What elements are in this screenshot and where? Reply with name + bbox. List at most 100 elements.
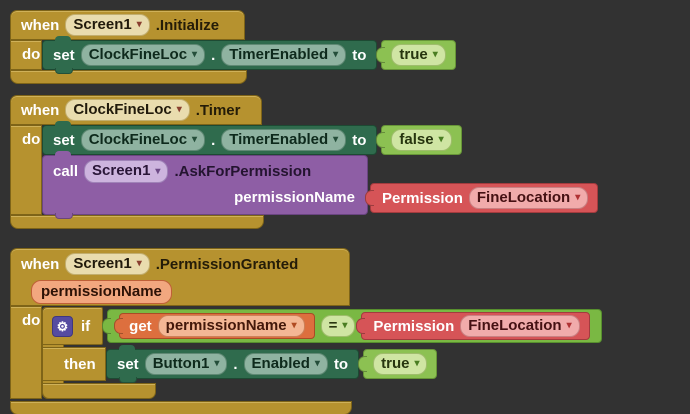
set-property-block[interactable]: set ClockFineLoc ▾ . TimerEnabled ▾ to <box>42 121 378 155</box>
chevron-down-icon: ▾ <box>314 358 320 369</box>
set-property-block[interactable]: set Button1 ▾ . Enabled ▾ to <box>106 345 360 383</box>
chevron-down-icon: ▾ <box>438 134 444 145</box>
component-dropdown[interactable]: Screen1 ▾ <box>84 160 169 183</box>
do-label: do <box>22 46 41 63</box>
property-dropdown[interactable]: Enabled ▾ <box>243 352 328 376</box>
property-name: TimerEnabled <box>229 130 329 148</box>
logic-false-block[interactable]: false ▾ <box>381 125 462 155</box>
boolean-dropdown[interactable]: false ▾ <box>391 128 452 152</box>
when-label: when <box>21 16 60 34</box>
component-name: Screen1 <box>73 15 132 33</box>
boolean-value: true <box>399 45 428 63</box>
chevron-down-icon: ▾ <box>414 358 420 369</box>
set-label: set <box>53 46 75 64</box>
get-label: get <box>129 317 152 335</box>
chevron-down-icon: ▾ <box>136 258 142 269</box>
event-name: .Timer <box>195 101 241 119</box>
method-name: .AskForPermission <box>174 163 312 180</box>
event-footer <box>10 215 264 229</box>
when-label: when <box>21 101 60 119</box>
property-dropdown[interactable]: TimerEnabled ▾ <box>221 128 347 152</box>
chevron-down-icon: ▾ <box>342 320 348 331</box>
property-dropdown[interactable]: TimerEnabled ▾ <box>221 43 347 67</box>
do-slot: do <box>10 125 42 215</box>
call-label: call <box>53 163 79 180</box>
mutator-gear-icon[interactable]: ⚙ <box>52 315 73 337</box>
permission-block[interactable]: Permission FineLocation ▾ <box>370 183 599 213</box>
get-variable-block[interactable]: get permissionName ▾ <box>119 313 315 339</box>
if-block[interactable]: ⚙ if get permissionName ▾ <box>42 307 602 399</box>
event-param-chip[interactable]: permissionName <box>31 279 172 305</box>
permission-option: FineLocation <box>468 316 562 334</box>
chevron-down-icon: ▾ <box>575 192 581 203</box>
event-header[interactable]: when Screen1 ▾ .PermissionGranted <box>11 249 310 279</box>
variable-dropdown[interactable]: permissionName ▾ <box>157 314 305 338</box>
event-header-area[interactable]: when Screen1 ▾ .PermissionGranted permis… <box>10 248 350 306</box>
dot-separator: . <box>211 131 216 149</box>
call-method-block[interactable]: call Screen1 ▾ .AskForPermission permiss… <box>42 151 599 219</box>
chevron-down-icon: ▾ <box>214 358 220 369</box>
event-block-screen1-initialize[interactable]: when Screen1 ▾ .Initialize do set ClockF… <box>10 10 456 84</box>
component-name: Screen1 <box>92 162 151 180</box>
do-slot: do <box>10 306 42 399</box>
event-footer <box>10 401 352 414</box>
property-name: TimerEnabled <box>229 45 329 63</box>
component-dropdown[interactable]: ClockFineLoc ▾ <box>80 43 206 67</box>
chevron-down-icon: ▾ <box>176 104 182 115</box>
component-name: ClockFineLoc <box>73 100 172 118</box>
boolean-dropdown[interactable]: true ▾ <box>391 43 446 67</box>
to-label: to <box>352 131 367 149</box>
set-property-block[interactable]: set ClockFineLoc ▾ . TimerEnabled ▾ to <box>42 36 378 74</box>
component-dropdown[interactable]: ClockFineLoc ▾ <box>65 98 190 122</box>
dot-separator: . <box>233 355 238 373</box>
then-slot: then <box>42 347 106 381</box>
chevron-down-icon: ▾ <box>566 320 572 331</box>
logic-true-block[interactable]: true ▾ <box>381 40 456 70</box>
component-name: Button1 <box>152 354 210 372</box>
variable-name: permissionName <box>165 316 287 334</box>
when-label: when <box>21 255 60 273</box>
component-dropdown[interactable]: Button1 ▾ <box>144 352 228 376</box>
dot-separator: . <box>211 46 216 64</box>
event-block-permission-granted[interactable]: when Screen1 ▾ .PermissionGranted permis… <box>10 248 602 414</box>
event-name: .Initialize <box>155 16 220 34</box>
do-label: do <box>22 312 41 329</box>
to-label: to <box>352 46 367 64</box>
permission-dropdown[interactable]: FineLocation ▾ <box>468 186 589 210</box>
event-block-clock-timer[interactable]: when ClockFineLoc ▾ .Timer do set ClockF… <box>10 95 599 229</box>
boolean-value: true <box>381 354 410 372</box>
component-name: Screen1 <box>73 254 132 272</box>
component-dropdown[interactable]: Screen1 ▾ <box>65 13 150 37</box>
component-name: ClockFineLoc <box>88 130 188 148</box>
boolean-value: false <box>399 130 434 148</box>
permission-block[interactable]: Permission FineLocation ▾ <box>361 312 590 340</box>
chevron-down-icon: ▾ <box>333 49 339 60</box>
operator-dropdown[interactable]: = ▾ <box>320 314 356 338</box>
boolean-dropdown[interactable]: true ▾ <box>373 352 428 376</box>
if-label: if <box>81 317 91 335</box>
event-name: .PermissionGranted <box>155 255 299 273</box>
permission-dropdown[interactable]: FineLocation ▾ <box>460 314 580 338</box>
do-label: do <box>22 131 41 148</box>
if-block-tail <box>42 383 156 399</box>
set-label: set <box>53 131 75 149</box>
event-footer <box>10 70 247 84</box>
event-header[interactable]: when ClockFineLoc ▾ .Timer <box>10 95 262 125</box>
chevron-down-icon: ▾ <box>192 49 198 60</box>
chevron-down-icon: ▾ <box>333 134 339 145</box>
chevron-down-icon: ▾ <box>432 49 438 60</box>
param-socket-label: permissionName <box>234 188 355 206</box>
permission-option: FineLocation <box>476 188 571 206</box>
event-header[interactable]: when Screen1 ▾ .Initialize <box>10 10 245 40</box>
compare-equals-block[interactable]: get permissionName ▾ = ▾ <box>107 309 602 343</box>
component-dropdown[interactable]: Screen1 ▾ <box>65 252 150 276</box>
component-dropdown[interactable]: ClockFineLoc ▾ <box>80 128 206 152</box>
logic-true-block[interactable]: true ▾ <box>363 349 438 379</box>
then-label: then <box>64 355 96 373</box>
set-label: set <box>117 355 139 373</box>
chevron-down-icon: ▾ <box>155 165 161 177</box>
property-name: Enabled <box>251 354 310 372</box>
if-header[interactable]: ⚙ if <box>42 307 104 345</box>
do-slot: do <box>10 40 42 70</box>
